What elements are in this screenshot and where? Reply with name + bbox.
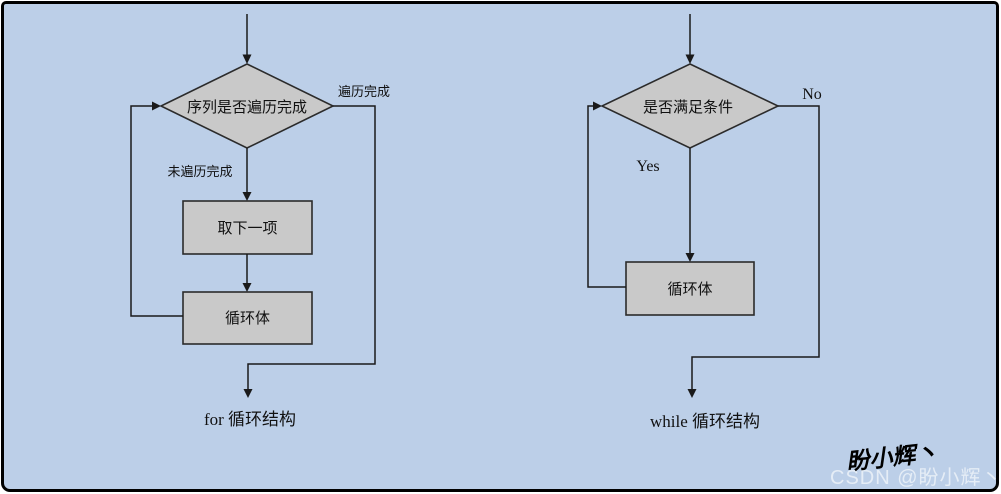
for-decision-label: 序列是否遍历完成 [187,99,307,116]
while-loop-body-box [625,261,755,316]
for-next-item-label: 取下一项 [217,220,277,237]
while-caption: while 循环结构 [650,412,760,431]
while-exit-arrowhead-icon [687,389,697,398]
while-decision-label: 是否满足条件 [643,99,733,116]
for-branch-done-label: 遍历完成 [338,84,390,99]
csdn-watermark: CSDN @盼小辉丶 [830,467,1001,489]
while-branch-no-label: No [802,86,822,103]
for-loopback-arrowhead-icon [152,101,161,111]
while-body-arrowhead-icon [685,253,695,262]
while-exit-edge [691,105,820,390]
for-loop-body-box [182,291,313,345]
while-loopback-edge [587,105,626,288]
while-loopback-arrowhead-icon [593,101,602,111]
for-entry-arrowhead-icon [242,54,252,64]
for-exit-edge [247,105,376,390]
for-branch-not-done-label: 未遍历完成 [167,164,232,179]
for-exit-arrowhead-icon [243,389,253,398]
for-loop-flowchart: 序列是否遍历完成 遍历完成 未遍历完成 取下一项 循环体 [130,14,390,429]
for-next-arrowhead-icon [242,192,252,201]
for-loopback-edge [130,105,183,317]
while-entry-arrowhead-icon [685,54,695,64]
while-loop-body-label: 循环体 [667,281,712,298]
while-branch-yes-label: Yes [636,158,659,175]
for-body-arrowhead-icon [242,283,252,292]
for-next-item-box [182,200,313,255]
while-loop-flowchart: 是否满足条件 No Yes 循环体 while 循环结构 [587,14,822,431]
for-caption: for 循环结构 [204,410,296,429]
for-loop-body-label: 循环体 [225,310,270,327]
